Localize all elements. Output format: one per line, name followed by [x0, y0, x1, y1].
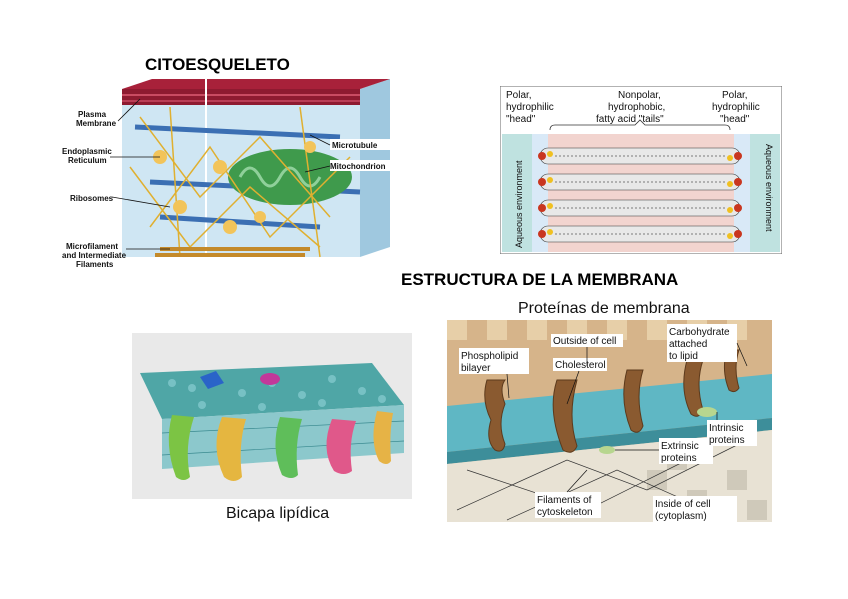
label-mitochondrion: Mitochondrion	[330, 162, 386, 171]
label-filaments-1: Filaments of	[537, 495, 592, 506]
label-nonpolar-1: Nonpolar,	[618, 90, 661, 101]
integral-protein-green-2	[275, 417, 302, 478]
label-polar-left-3: "head"	[506, 114, 536, 125]
label-carbohydrate-2: attached	[669, 339, 707, 350]
label-cholesterol: Cholesterol	[555, 360, 606, 371]
label-phospholipid-2: bilayer	[461, 363, 491, 374]
label-phospholipid-1: Phospholipid	[461, 351, 518, 362]
label-inside-1: Inside of cell	[655, 499, 711, 510]
membrane-proteins-caption: Proteínas de membrana	[518, 300, 690, 317]
label-intrinsic-1: Intrinsic	[709, 423, 743, 434]
label-inside-2: (cytoplasm)	[655, 511, 707, 522]
label-microfilament-2: and Intermediate	[62, 251, 127, 260]
integral-protein-yellow	[216, 417, 246, 481]
microtubule-1	[134, 124, 341, 140]
mitochondrion	[228, 149, 352, 205]
label-extrinsic-2: proteins	[661, 453, 697, 464]
membrane-proteins-figure: Phospholipid bilayer Outside of cell Cho…	[447, 320, 772, 522]
plasma-membrane	[122, 79, 390, 89]
integral-protein-pink	[326, 419, 356, 474]
integral-protein-yellow-2	[373, 411, 393, 464]
label-outside-cell: Outside of cell	[553, 336, 616, 347]
label-polar-right-3: "head"	[720, 114, 750, 125]
label-polar-left-1: Polar,	[506, 90, 532, 101]
label-nonpolar-2: hydrophobic,	[608, 102, 665, 113]
label-aqueous-right: Aqueous environment	[764, 144, 774, 232]
cytoskeleton-figure: Plasma Membrane Endoplasmic Reticulum Ri…	[60, 77, 396, 277]
label-carbohydrate-1: Carbohydrate	[669, 327, 730, 338]
label-plasma-2: Membrane	[76, 119, 117, 128]
phospholipid-figure: Polar, hydrophilic "head" Nonpolar, hydr…	[500, 86, 782, 254]
label-intrinsic-2: proteins	[709, 435, 745, 446]
label-polar-right-1: Polar,	[722, 90, 748, 101]
label-nonpolar-3: fatty acid "tails"	[596, 114, 664, 125]
surface-protein-magenta	[260, 373, 280, 385]
label-extrinsic-1: Extrinsic	[661, 441, 699, 452]
microtubule-3	[159, 214, 321, 230]
extrinsic-protein-2	[599, 446, 615, 454]
label-er-2: Reticulum	[68, 156, 107, 165]
lipid-bilayer-caption: Bicapa lipídica	[226, 505, 330, 522]
label-ribosomes: Ribosomes	[70, 194, 114, 203]
label-carbohydrate-3: to lipid	[669, 351, 698, 362]
surface-protein-blue	[200, 371, 224, 389]
label-er-1: Endoplasmic	[62, 147, 112, 156]
label-polar-left-2: hydrophilic	[506, 102, 554, 113]
label-microfilament-1: Microfilament	[66, 242, 118, 251]
label-polar-right-2: hydrophilic	[712, 102, 760, 113]
label-plasma-1: Plasma	[78, 110, 107, 119]
label-microfilament-3: Filaments	[76, 260, 114, 269]
extrinsic-protein-1	[697, 407, 717, 417]
lipid-bilayer-figure	[132, 333, 412, 499]
cytoskeleton-title: CITOESQUELETO	[145, 55, 290, 74]
label-microtubule: Microtubule	[332, 141, 378, 150]
membrane-structure-title: ESTRUCTURA DE LA MEMBRANA	[401, 270, 679, 289]
integral-protein-green-1	[168, 415, 194, 480]
label-filaments-2: cytoskeleton	[537, 507, 593, 518]
label-aqueous-left: Aqueous environment	[514, 160, 524, 248]
